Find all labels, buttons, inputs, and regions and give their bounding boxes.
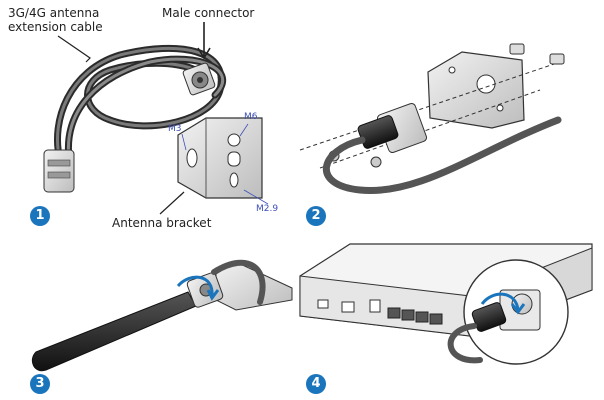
usb-port: [317, 299, 329, 309]
power-port: [369, 299, 381, 313]
dimension-m6: M6: [244, 112, 258, 122]
cable-panel-4: [447, 323, 483, 364]
bracket-mounting-assembly: [299, 43, 565, 169]
dimension-m3: M3: [168, 124, 182, 134]
rotation-arrow-3: [176, 275, 220, 301]
cable-label-line-2: extension cable: [8, 20, 103, 34]
dimension-m2-9: M2.9: [256, 204, 279, 214]
step-badge-4: 4: [306, 374, 326, 394]
antenna-bracket-label: Antenna bracket: [112, 216, 212, 230]
coiled-extension-cable: [54, 44, 226, 169]
rotation-arrow-4: [480, 292, 526, 315]
magnified-inset: [463, 259, 569, 365]
male-connector-flange: [182, 62, 216, 96]
male-connector-label: Male connector: [162, 6, 255, 20]
cable-panel-3: [211, 259, 266, 305]
cable-label-line-1: 3G/4G antenna: [8, 6, 100, 20]
bracket-leader-line: [159, 191, 185, 215]
n-type-connector: [43, 149, 75, 193]
console-port: [341, 301, 355, 313]
male-connector-arrow: [197, 22, 211, 60]
ethernet-ports: [387, 307, 443, 325]
dimension-lines: [181, 123, 269, 205]
step-badge-2: 2: [306, 206, 326, 226]
antenna-rod: [31, 291, 197, 372]
antenna-bracket: [177, 117, 263, 199]
step-badge-1: 1: [30, 206, 50, 226]
step-badge-3: 3: [30, 374, 50, 394]
cable-panel-2: [323, 116, 562, 195]
cable-leader-line: [57, 35, 91, 63]
antenna-bracket-mounted: [186, 261, 293, 311]
